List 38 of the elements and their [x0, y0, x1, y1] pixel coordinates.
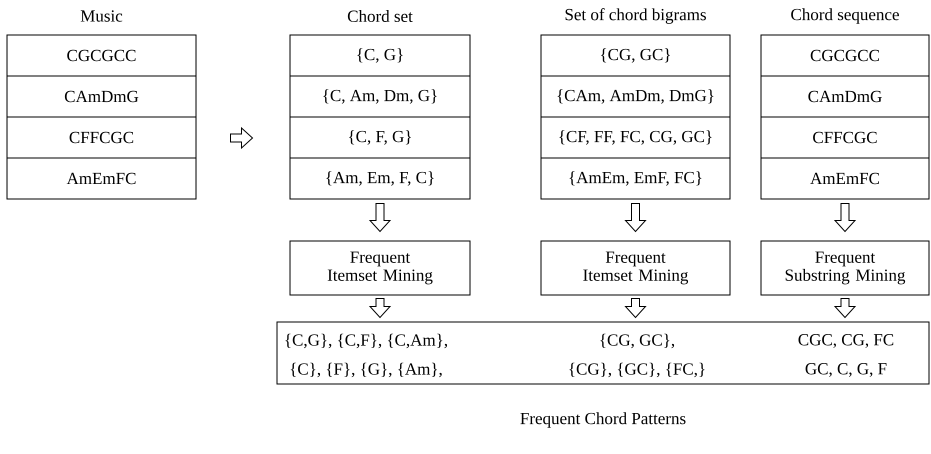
block-arrow	[624, 203, 647, 232]
table-cell: {Am, Em, F, C}	[290, 158, 470, 200]
node-label: Frequent Chord Patterns	[520, 412, 686, 428]
table-cell: CFFCGC	[6, 116, 196, 158]
table-cell: {C, Am, Dm, G}	[290, 76, 470, 118]
table-cell: AmEmFC	[6, 158, 196, 200]
block-arrow	[230, 126, 254, 150]
table-cell: {CAm, AmDm, DmG}	[540, 76, 730, 118]
block-arrow	[834, 298, 856, 318]
pattern-text: GC, C, G, F	[806, 363, 886, 377]
table-cell: AmEmFC	[760, 158, 930, 200]
process-box: Frequent Itemset Mining	[290, 240, 470, 296]
table-cell: CFFCGC	[760, 116, 930, 158]
table-cell: CGCGCC	[760, 34, 930, 76]
pattern-text: {CG}, {GC}, {FC,}	[569, 362, 705, 378]
block-arrow	[368, 203, 392, 232]
pattern-text: {C}, {F}, {G}, {Am},	[290, 362, 442, 378]
column-heading: Chord sequence	[791, 8, 899, 24]
table-cell: {C, G}	[290, 34, 470, 76]
pattern-text: CGC, CG, FC	[798, 334, 894, 348]
table-cell: CAmDmG	[6, 76, 196, 118]
table-cell: {CG, GC}	[540, 34, 730, 76]
process-box: Frequent Itemset Mining	[540, 240, 730, 296]
table-cell: CAmDmG	[760, 76, 930, 118]
process-box: Frequent Substring Mining	[760, 240, 930, 296]
result-box	[276, 322, 930, 384]
table-cell: {C, F, G}	[290, 116, 470, 158]
column-heading: Set of chord bigrams	[566, 8, 706, 24]
pattern-text: {C,G}, {C,F}, {C,Am},	[285, 334, 448, 348]
block-arrow	[368, 298, 392, 318]
block-arrow	[834, 203, 856, 232]
column-heading: Music	[80, 10, 122, 22]
column-heading: Chord set	[348, 10, 413, 22]
block-arrow	[624, 298, 647, 318]
table-cell: {AmEm, EmF, FC}	[540, 158, 730, 200]
table-cell: {CF, FF, FC, CG, GC}	[540, 116, 730, 158]
table-cell: CGCGCC	[6, 34, 196, 76]
pattern-text: {CG, GC},	[600, 334, 674, 348]
